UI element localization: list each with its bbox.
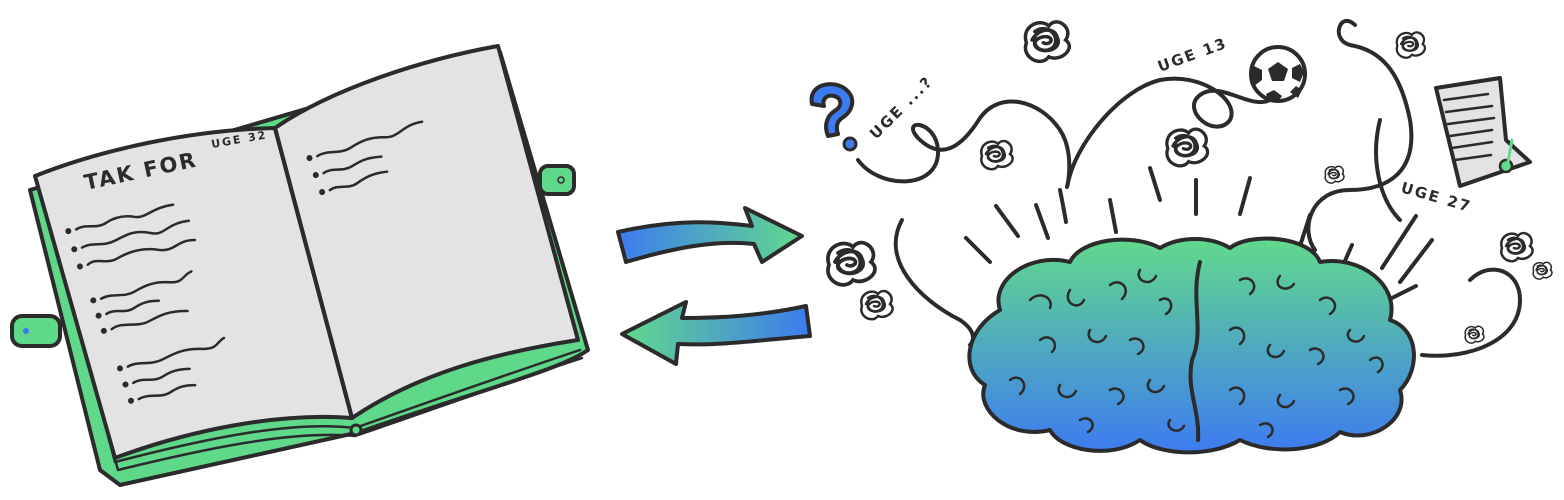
document-check-icon bbox=[1434, 76, 1532, 188]
notebook-right-strap bbox=[538, 164, 576, 196]
brain-icon bbox=[967, 236, 1416, 455]
thought-label-unknown-week: UGE ...? bbox=[866, 72, 937, 143]
notebook: TAK FOR UGE 32 bbox=[10, 44, 590, 487]
radiating-lines bbox=[964, 166, 1434, 300]
arrow-right bbox=[616, 206, 804, 264]
thought-label-week-13: UGE 13 bbox=[1155, 34, 1230, 76]
question-mark-icon bbox=[809, 82, 858, 152]
right-page-notes bbox=[306, 120, 424, 196]
notebook-right-page bbox=[273, 44, 580, 420]
arrow-left bbox=[620, 300, 812, 366]
notebook-left-strap bbox=[10, 314, 62, 348]
exchange-arrows-icon bbox=[616, 206, 812, 366]
left-page-notes bbox=[65, 203, 226, 404]
soccer-ball-icon bbox=[1249, 45, 1307, 103]
